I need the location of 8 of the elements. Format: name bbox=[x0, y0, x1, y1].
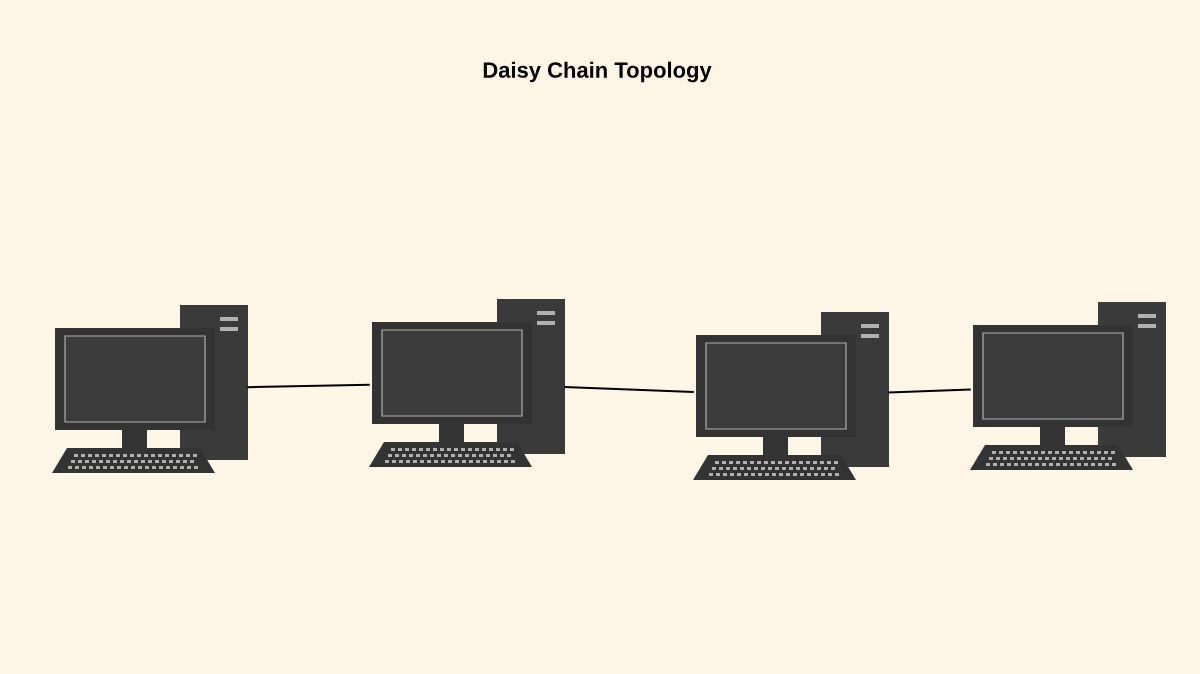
computer-drawing bbox=[369, 299, 565, 467]
title: Daisy Chain Topology bbox=[483, 61, 712, 83]
connection-line bbox=[887, 388, 972, 394]
computer-drawing bbox=[52, 305, 248, 473]
connection-line bbox=[246, 383, 371, 389]
computer-drawing bbox=[970, 302, 1166, 470]
connection-line bbox=[563, 385, 695, 394]
computer-drawing bbox=[693, 312, 889, 480]
